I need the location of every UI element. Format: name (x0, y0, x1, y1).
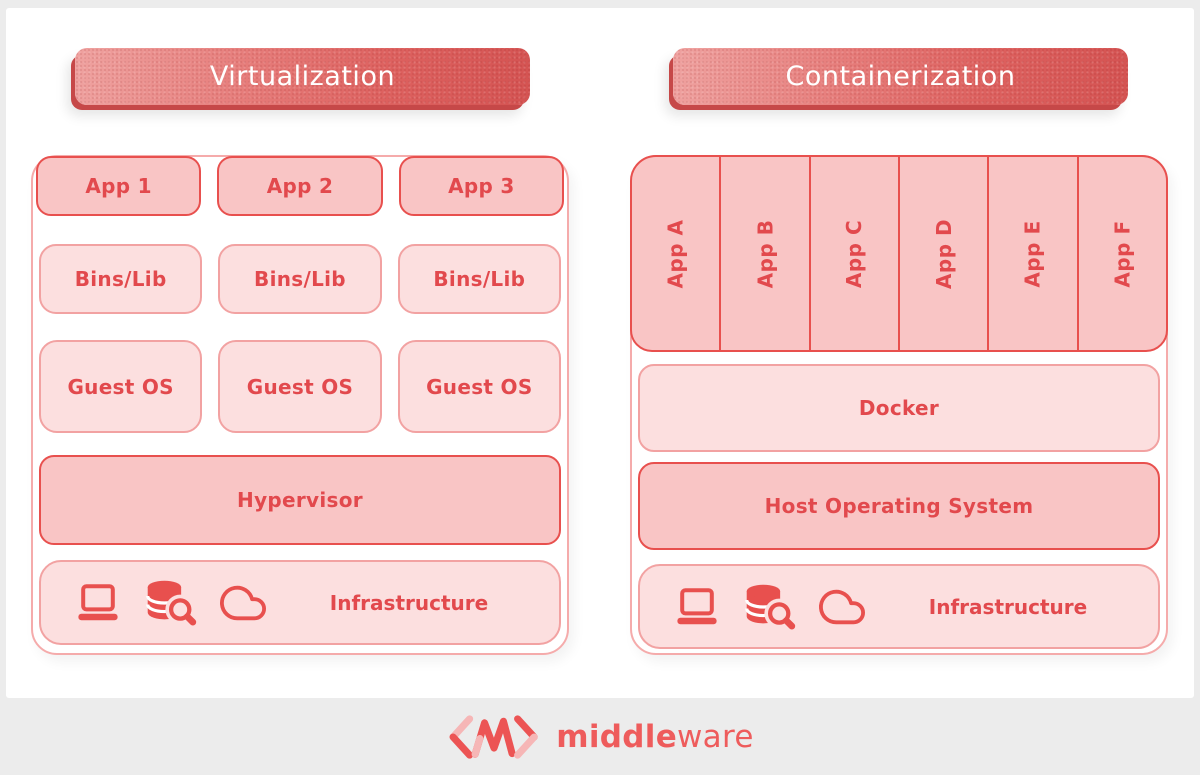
app-2-label: App 2 (266, 174, 334, 198)
app-1-box: App 1 (36, 156, 202, 216)
app-e-column: App E (989, 157, 1079, 350)
container-apps-block: App A App B App C App D App E App F (630, 155, 1168, 352)
bins-lib-box: Bins/Lib (397, 244, 561, 314)
bins-lib-label: Bins/Lib (433, 267, 526, 291)
app-f-label: App F (1110, 219, 1135, 288)
vm-guest-os-row: Guest OS Guest OS Guest OS (39, 340, 561, 433)
guest-os-label: Guest OS (67, 374, 174, 399)
app-c-label: App C (842, 219, 867, 288)
bins-lib-label: Bins/Lib (254, 267, 346, 291)
app-2-box: App 2 (217, 156, 383, 216)
bins-lib-box: Bins/Lib (218, 244, 382, 314)
footer: middleware (0, 698, 1200, 775)
laptop-icon (71, 579, 125, 627)
guest-os-box: Guest OS (397, 340, 561, 433)
app-a-column: App A (632, 157, 722, 350)
host-os-box: Host Operating System (638, 462, 1160, 550)
middleware-logo-icon (446, 710, 542, 764)
app-3-label: App 3 (448, 174, 515, 198)
database-search-icon (142, 577, 198, 629)
bins-lib-label: Bins/Lib (74, 267, 167, 291)
wordmark-bold: middle (556, 718, 678, 755)
vm-infrastructure-box: Infrastructure (39, 560, 561, 645)
bins-lib-box: Bins/Lib (39, 244, 203, 314)
app-d-column: App D (900, 157, 990, 350)
virtualization-title: Virtualization (209, 61, 396, 92)
app-3-box: App 3 (398, 156, 564, 216)
container-infrastructure-box: Infrastructure (638, 564, 1160, 649)
containerization-panel: App A App B App C App D App E App F Dock… (630, 155, 1168, 655)
host-os-label: Host Operating System (764, 494, 1034, 518)
hypervisor-label: Hypervisor (237, 488, 363, 512)
docker-box: Docker (638, 364, 1160, 452)
app-1-label: App 1 (85, 174, 152, 198)
container-infrastructure-label: Infrastructure (928, 594, 1088, 619)
vm-apps-row: App 1 App 2 App 3 (36, 156, 564, 216)
virtualization-panel: App 1 App 2 App 3 Bins/Lib Bins/Lib Bins… (31, 155, 569, 655)
cloud-icon (215, 580, 271, 626)
guest-os-box: Guest OS (39, 340, 203, 433)
middleware-wordmark: middleware (556, 719, 753, 755)
hypervisor-box: Hypervisor (39, 455, 561, 545)
infrastructure-icons (71, 577, 271, 629)
vm-infrastructure-label: Infrastructure (329, 590, 489, 615)
guest-os-label: Guest OS (426, 374, 533, 399)
app-b-column: App B (721, 157, 811, 350)
app-e-label: App E (1020, 219, 1045, 288)
virtualization-header: Virtualization (75, 48, 530, 105)
database-search-icon (741, 581, 797, 633)
vm-bins-row: Bins/Lib Bins/Lib Bins/Lib (39, 244, 561, 314)
containerization-header: Containerization (673, 48, 1128, 105)
app-a-label: App A (663, 218, 688, 289)
laptop-icon (670, 583, 724, 631)
containerization-title: Containerization (785, 61, 1016, 92)
app-b-label: App B (752, 219, 777, 288)
guest-os-label: Guest OS (246, 374, 354, 399)
wordmark-light: ware (677, 718, 754, 755)
guest-os-box: Guest OS (218, 340, 382, 433)
cloud-icon (814, 584, 870, 630)
app-d-label: App D (931, 218, 956, 289)
infrastructure-icons (670, 581, 870, 633)
docker-label: Docker (858, 396, 940, 420)
app-f-column: App F (1079, 157, 1166, 350)
app-c-column: App C (811, 157, 900, 350)
